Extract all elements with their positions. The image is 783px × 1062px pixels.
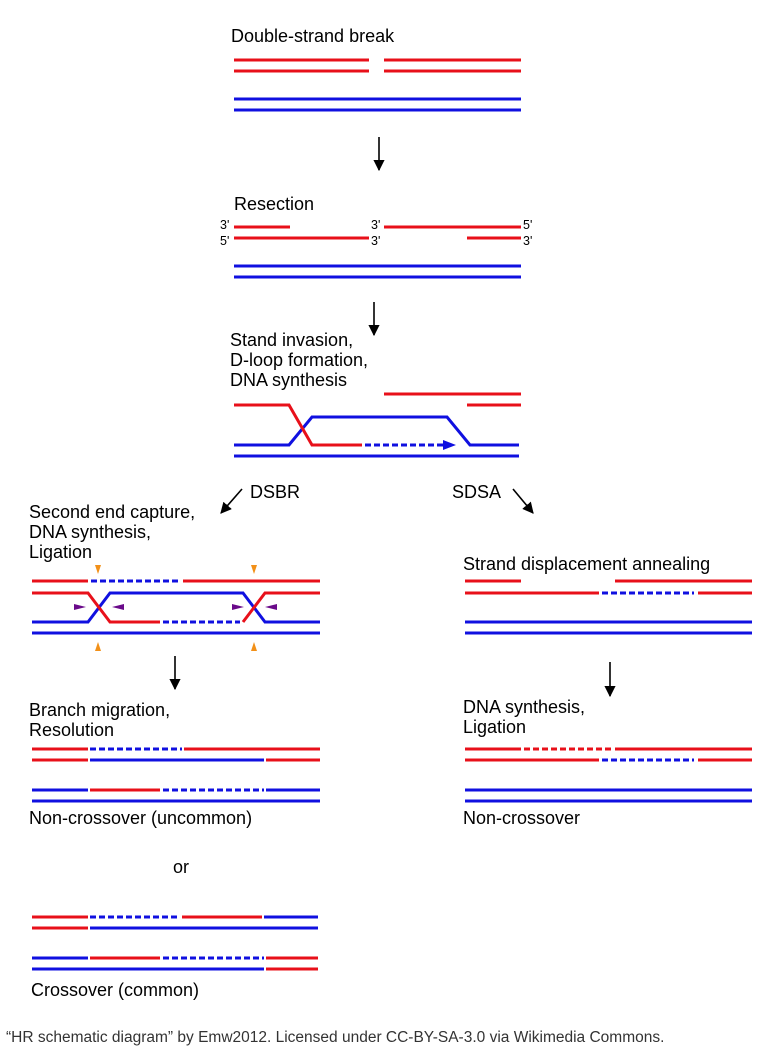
dna-double-strand-break xyxy=(234,58,521,112)
branch-label-sdsa: SDSA xyxy=(452,482,501,502)
outcome-non-crossover-uncommon: Non-crossover (uncommon) xyxy=(29,808,252,828)
arrow-sdsa xyxy=(512,488,534,514)
step-title-invasion-line1: Stand invasion, xyxy=(230,330,353,350)
end-label-3prime: 3' xyxy=(371,218,380,232)
end-label-5prime: 5' xyxy=(523,218,532,232)
purple-junction-marker xyxy=(232,604,244,610)
red-strand xyxy=(234,403,362,447)
purple-junction-marker xyxy=(74,604,86,610)
end-label-5prime: 5' xyxy=(220,234,229,248)
dna-double-holliday-junction xyxy=(32,579,320,635)
orange-cut-marker xyxy=(95,642,101,651)
arrow-dsbr xyxy=(220,488,243,514)
orange-cut-marker xyxy=(95,565,101,574)
step-title-invasion-line2: D-loop formation, xyxy=(230,350,368,370)
end-label-3prime: 3' xyxy=(220,218,229,232)
red-strand xyxy=(241,591,320,623)
purple-junction-marker xyxy=(112,604,124,610)
step-title-second-end-line2: DNA synthesis, xyxy=(29,522,151,542)
outcome-non-crossover: Non-crossover xyxy=(463,808,580,828)
outcome-crossover-common: Crossover (common) xyxy=(31,980,199,1000)
blue-strand xyxy=(234,415,519,447)
red-strand xyxy=(32,591,160,624)
dna-strand-displacement xyxy=(465,579,752,635)
purple-junction-marker xyxy=(265,604,277,610)
step-title-dna-synthesis-line1: DNA synthesis, xyxy=(463,697,585,717)
orange-cut-marker xyxy=(251,565,257,574)
orange-cut-marker xyxy=(251,642,257,651)
step-title-branch-migration-line2: Resolution xyxy=(29,720,114,740)
dna-non-crossover-product xyxy=(32,747,320,803)
or-separator: or xyxy=(173,857,189,877)
step-title-double-strand-break: Double-strand break xyxy=(231,26,395,46)
step-title-invasion-line3: DNA synthesis xyxy=(230,370,347,390)
step-title-strand-displacement: Strand displacement annealing xyxy=(463,554,710,574)
end-label-3prime: 3' xyxy=(371,234,380,248)
dna-sdsa-product xyxy=(465,747,752,803)
dna-crossover-product xyxy=(32,915,318,971)
end-label-3prime: 3' xyxy=(523,234,532,248)
attribution-credit: “HR schematic diagram” by Emw2012. Licen… xyxy=(6,1029,664,1046)
dna-strand-invasion xyxy=(234,392,521,458)
step-title-dna-synthesis-line2: Ligation xyxy=(463,717,526,737)
synthesis-arrowhead xyxy=(443,440,456,450)
blue-strand xyxy=(32,591,320,624)
step-title-branch-migration-line1: Branch migration, xyxy=(29,700,170,720)
cleavage-markers xyxy=(74,565,277,651)
step-title-second-end-line1: Second end capture, xyxy=(29,502,195,522)
step-title-second-end-line3: Ligation xyxy=(29,542,92,562)
step-title-resection: Resection xyxy=(234,194,314,214)
dna-resection xyxy=(234,225,521,279)
branch-label-dsbr: DSBR xyxy=(250,482,300,502)
